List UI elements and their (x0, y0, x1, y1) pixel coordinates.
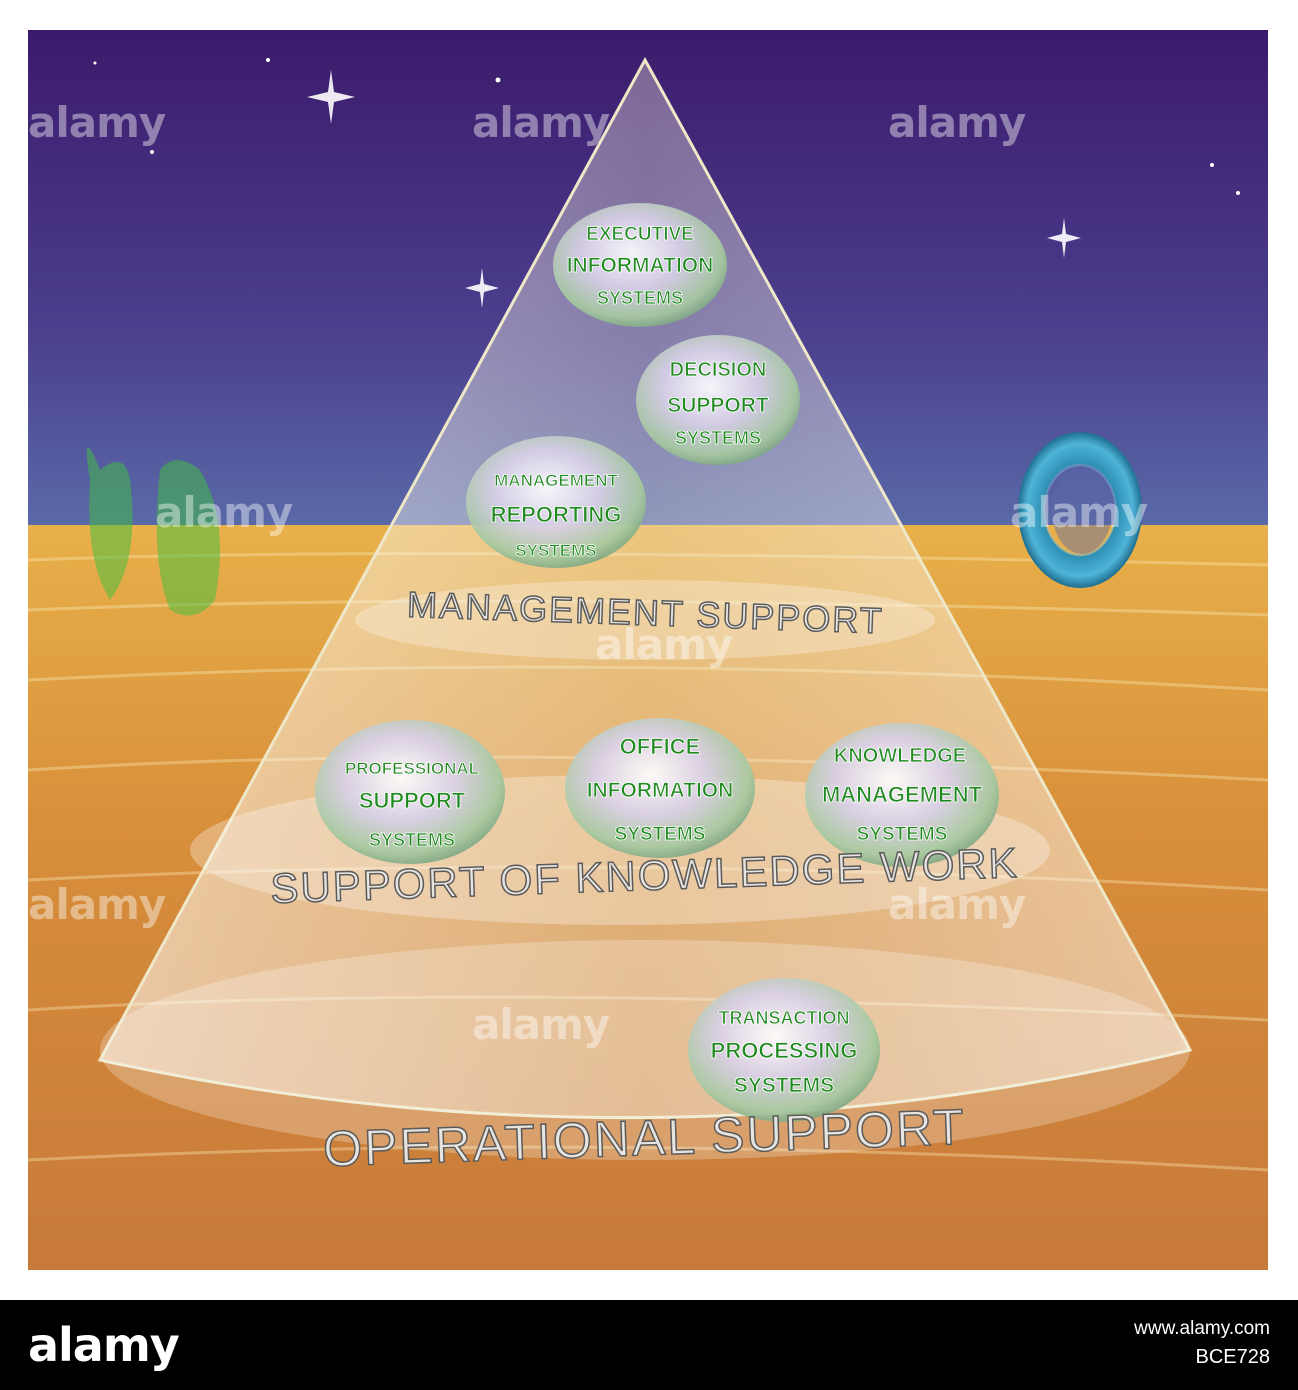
management-reporting-line-1: MANAGEMENT (494, 471, 618, 490)
transaction-line-1: TRANSACTION (719, 1008, 850, 1028)
knowledge-management-line-2: MANAGEMENT (822, 782, 983, 807)
professional-line-1: PROFESSIONAL (345, 759, 479, 778)
knowledge-management-line-1: KNOWLEDGE (834, 745, 966, 767)
ring-object (1018, 432, 1142, 588)
decision-line-2: SUPPORT (667, 394, 769, 417)
professional-line-3: SYSTEMS (369, 830, 455, 850)
executive-line-1: EXECUTIVE (586, 224, 694, 245)
decision-line-1: DECISION (670, 359, 767, 381)
footer-bar (0, 1300, 1298, 1390)
transaction-line-3: SYSTEMS (734, 1074, 834, 1097)
executive-line-3: SYSTEMS (597, 288, 683, 308)
management-reporting-line-3: SYSTEMS (515, 541, 596, 560)
office-line-1: OFFICE (620, 734, 701, 759)
office-line-2: INFORMATION (587, 779, 734, 802)
office-line-3: SYSTEMS (615, 824, 706, 845)
footer-url[interactable]: www.alamy.com (1134, 1318, 1270, 1340)
pyramid-illustration: EXECUTIVE INFORMATION SYSTEMS DECISION S… (0, 0, 1298, 1300)
decision-line-3: SYSTEMS (675, 428, 761, 448)
image-id: BCE728 (1196, 1346, 1271, 1369)
executive-line-2: INFORMATION (567, 254, 714, 277)
alamy-logo[interactable]: alamy (28, 1318, 179, 1372)
management-reporting-line-2: REPORTING (491, 502, 622, 527)
transaction-line-2: PROCESSING (711, 1038, 858, 1063)
professional-line-2: SUPPORT (359, 788, 466, 813)
